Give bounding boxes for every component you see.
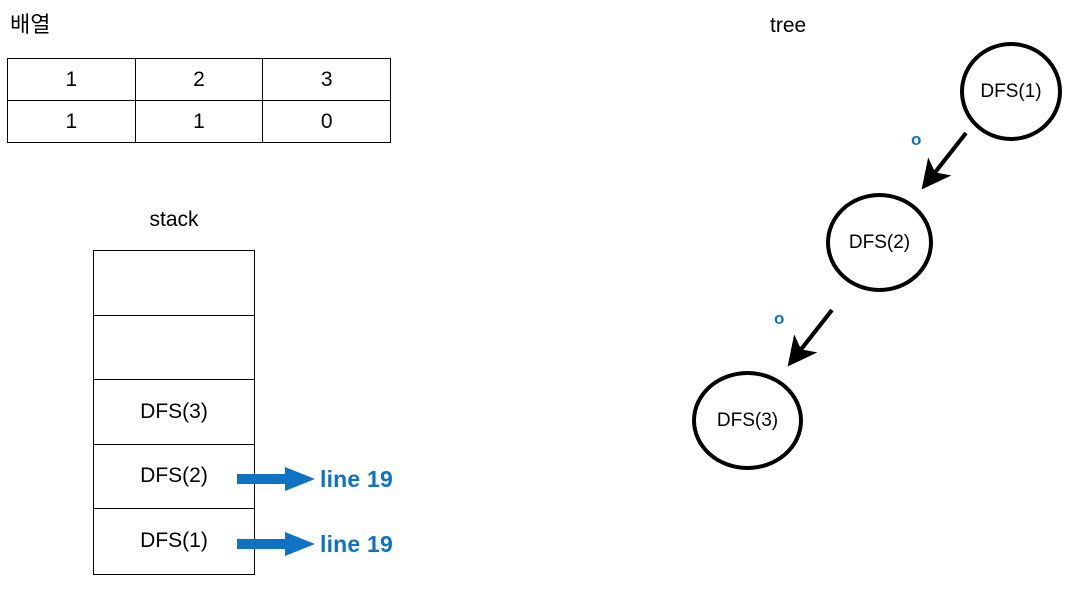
array-cell: 2 bbox=[134, 58, 264, 101]
tree-node-dfs1: DFS(1) bbox=[960, 42, 1062, 141]
array-cell: 1 bbox=[7, 100, 136, 143]
stack-line-label-dfs1: line 19 bbox=[320, 531, 393, 557]
stack-line-label-dfs2: line 19 bbox=[320, 466, 393, 492]
array-cell: 1 bbox=[134, 100, 264, 143]
tree-edge-marker-1: o bbox=[911, 130, 922, 149]
stack-cell-dfs3: DFS(3) bbox=[94, 380, 254, 445]
array-cell: 3 bbox=[262, 58, 391, 101]
stack-arrow-dfs2-icon bbox=[237, 467, 315, 491]
tree-edge-1-to-2-arrow-icon bbox=[920, 126, 980, 190]
array-table: 1 2 3 1 1 0 bbox=[7, 58, 391, 143]
table-row: 1 2 3 bbox=[7, 58, 391, 101]
tree-node-dfs3: DFS(3) bbox=[692, 371, 803, 470]
stack-title: stack bbox=[149, 208, 199, 231]
array-title: 배열 bbox=[10, 12, 51, 37]
stack-cell-dfs1: DFS(1) bbox=[140, 529, 208, 553]
array-cell: 0 bbox=[262, 100, 391, 143]
tree-node-dfs2: DFS(2) bbox=[826, 193, 933, 292]
table-row: 1 1 0 bbox=[7, 100, 391, 143]
stack-cell-dfs2: DFS(2) bbox=[94, 445, 254, 509]
stack-arrow-dfs1-icon bbox=[237, 532, 315, 556]
stack-cell-empty bbox=[94, 316, 254, 380]
tree-title: tree bbox=[770, 14, 807, 37]
stack-cell-empty-top bbox=[94, 251, 254, 316]
array-cell: 1 bbox=[7, 58, 136, 101]
tree-edge-marker-2: o bbox=[774, 309, 785, 328]
tree-edge-2-to-3-arrow-icon bbox=[786, 303, 846, 367]
stack-container: DFS(3) DFS(2) DFS(1) bbox=[93, 250, 255, 575]
